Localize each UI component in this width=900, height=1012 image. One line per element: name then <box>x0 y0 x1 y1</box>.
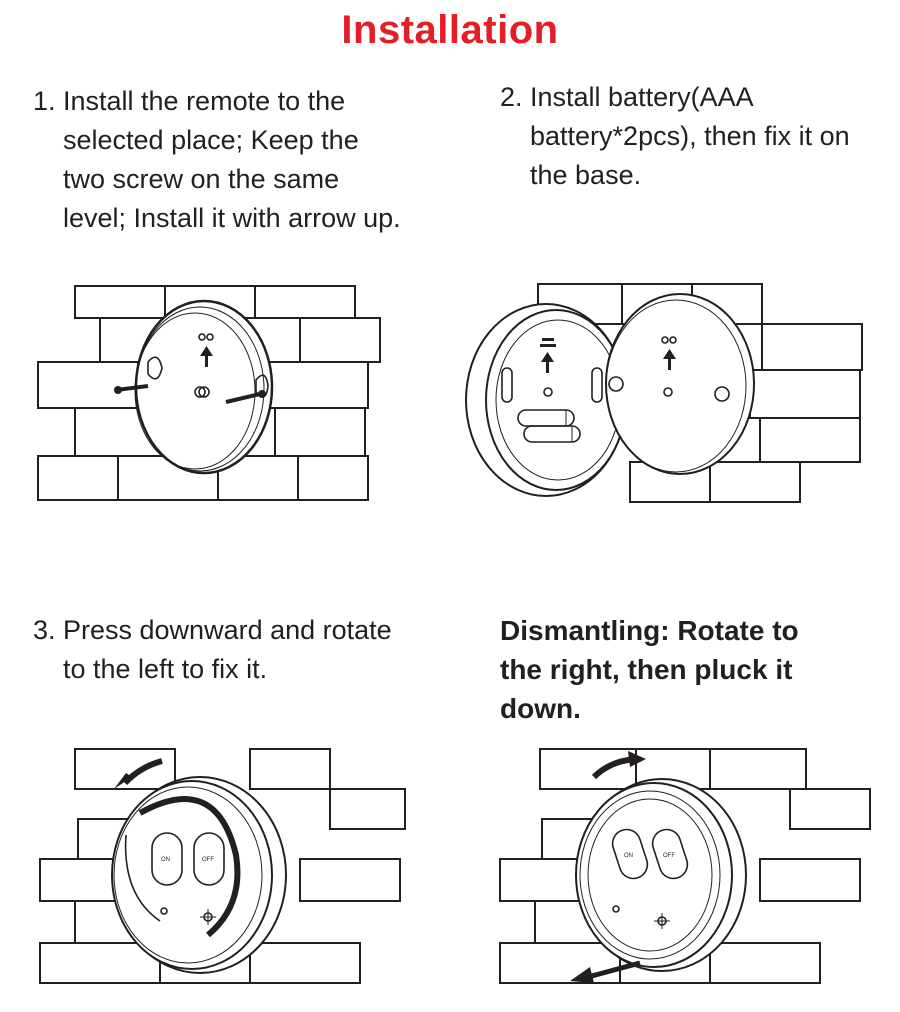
figure-install-battery <box>465 283 863 503</box>
on-button[interactable]: ON <box>609 826 651 882</box>
remote-base-plate <box>134 299 274 475</box>
step-line: battery*2pcs), then fix it on <box>530 121 850 151</box>
off-label: OFF <box>202 857 214 863</box>
step-line: Press downward and rotate <box>63 615 392 645</box>
page-title: Installation <box>341 8 559 52</box>
brightness-high-icon <box>654 913 670 929</box>
step-line: level; Install it with arrow up. <box>63 203 401 233</box>
brightness-low-icon <box>160 907 168 915</box>
screw-icon <box>114 384 149 394</box>
off-label: OFF <box>663 853 675 859</box>
off-button[interactable]: OFF <box>193 832 225 886</box>
figure-rotate-fix: ON OFF <box>39 748 406 984</box>
rotate-left-arrow-icon <box>114 758 163 789</box>
dismantling-line: the right, then pluck it <box>500 654 793 685</box>
arrow-up-icon <box>200 346 213 367</box>
remote-control-body <box>575 778 747 972</box>
screw-icon <box>225 390 266 404</box>
battery-icon <box>517 409 581 443</box>
step-line: Install battery(AAA <box>530 82 754 112</box>
dismantling-line: down. <box>500 693 581 724</box>
arrow-up-icon <box>541 352 554 373</box>
step-1-instruction: 1. Install the remote to the selected pl… <box>33 82 453 238</box>
remote-control-body <box>111 776 287 974</box>
pull-down-arrow-icon <box>570 960 641 983</box>
step-number: 1. <box>33 86 56 116</box>
figure-mount-base <box>37 285 381 501</box>
off-button[interactable]: OFF <box>649 826 691 882</box>
rotate-right-arrow-icon <box>591 751 646 780</box>
step-line: to the left to fix it. <box>63 654 268 684</box>
remote-base-plate <box>605 293 755 475</box>
step-number: 2. <box>500 82 523 112</box>
brightness-low-icon <box>612 905 620 913</box>
arrow-up-icon <box>663 349 676 370</box>
battery-icon <box>540 338 556 347</box>
step-line: Install the remote to the <box>63 86 346 116</box>
brightness-high-icon <box>200 909 216 925</box>
step-number: 3. <box>33 615 56 645</box>
step-line: two screw on the same <box>63 164 340 194</box>
figure-dismantle: ON OFF <box>499 748 871 984</box>
step-line: the base. <box>530 160 642 190</box>
step-line: selected place; Keep the <box>63 125 359 155</box>
battery-case-open <box>465 303 627 497</box>
on-button[interactable]: ON <box>151 832 183 886</box>
on-label: ON <box>161 857 170 863</box>
on-label: ON <box>624 853 633 859</box>
step-2-instruction: 2. Install battery(AAA battery*2pcs), th… <box>500 78 890 195</box>
step-3-instruction: 3. Press downward and rotate to the left… <box>33 611 453 689</box>
dismantling-line: Dismantling: Rotate to <box>500 615 799 646</box>
dismantling-instruction: Dismantling: Rotate to the right, then p… <box>500 611 890 728</box>
